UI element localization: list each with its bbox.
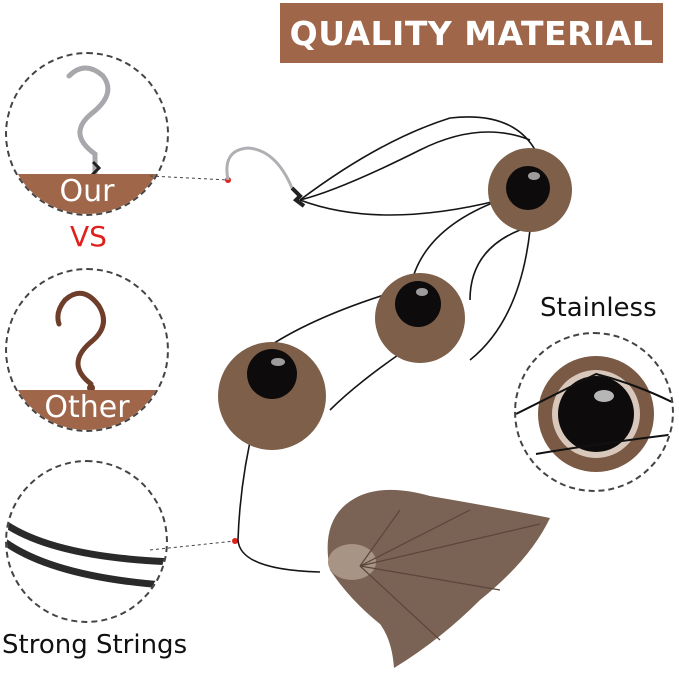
strings-circle: [5, 460, 168, 623]
our-band: Our: [7, 174, 167, 214]
strong-strings-label: Strong Strings: [2, 630, 188, 660]
banner-title: QUALITY MATERIAL: [289, 13, 654, 53]
other-label: Other: [44, 390, 130, 425]
bowl-bead-icon: [516, 356, 672, 472]
our-hook-circle: Our: [5, 52, 169, 216]
quality-material-banner: QUALITY MATERIAL: [280, 3, 663, 63]
other-hook-circle: Other: [5, 268, 169, 432]
our-label: Our: [59, 174, 115, 209]
stainless-label: Stainless: [540, 293, 657, 323]
cord-icon: [7, 520, 166, 589]
stainless-circle: [514, 332, 674, 492]
vs-label: VS: [70, 220, 107, 253]
other-band: Other: [7, 390, 167, 430]
